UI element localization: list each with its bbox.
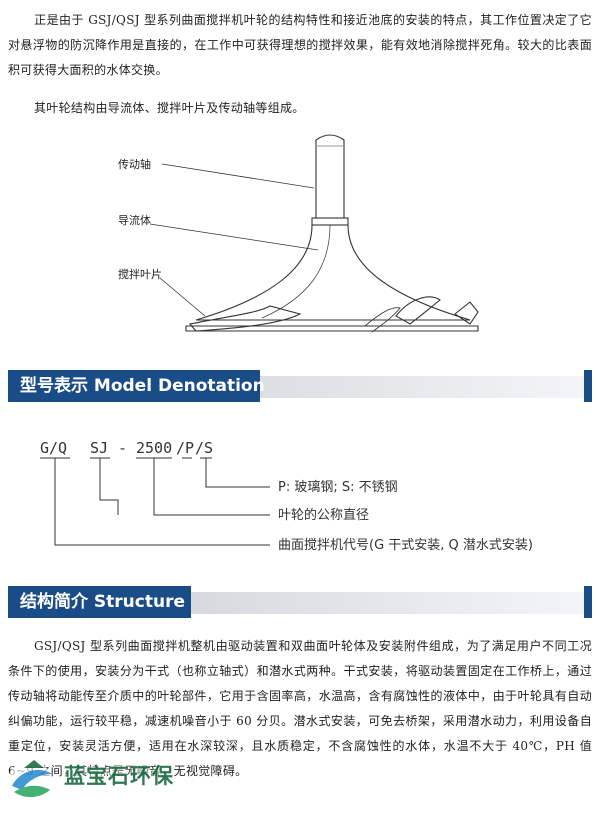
code-sj: SJ [90, 439, 108, 457]
intro-paragraph: 正是由于 GSJ/QSJ 型系列曲面搅拌机叶轮的结构特性和接近池底的安装的特点，… [8, 8, 592, 83]
company-logo-icon [8, 760, 52, 804]
company-logo-text: 蓝宝石环保 [64, 764, 174, 788]
structure-banner: 结构简介 Structure [8, 586, 592, 618]
note-material: P: 玻璃钢; S: 不锈钢 [278, 480, 398, 495]
drive-shaft-shape [315, 134, 345, 218]
code-p: /P [176, 439, 194, 457]
label-mixing-blade: 搅拌叶片 [118, 267, 162, 281]
structure-paragraph: GSJ/QSJ 型系列曲面搅拌机整机由驱动装置和双曲面叶轮体及安装附件组成，为了… [8, 634, 592, 784]
structure-title: 结构简介 Structure [20, 592, 185, 612]
impeller-diagram: 传动轴 导流体 搅拌叶片 [118, 134, 479, 333]
note-diameter: 叶轮的公称直径 [278, 507, 369, 523]
label-flow-guide: 导流体 [118, 213, 151, 227]
mixing-blade-shape [188, 305, 302, 332]
impeller-composition-text: 其叶轮结构由导流体、搅拌叶片及传动轴等组成。 [34, 101, 305, 115]
code-g-q: G/Q [40, 439, 67, 457]
model-denotation-diagram: G/Q SJ - 2500 /P /S P: 玻璃钢; S: 不锈钢 叶轮的公称… [40, 439, 533, 553]
structure-paragraph-text: GSJ/QSJ 型系列曲面搅拌机整机由驱动装置和双曲面叶轮体及安装附件组成，为了… [8, 639, 592, 778]
code-s: /S [195, 439, 213, 457]
base-plate-shape [185, 325, 479, 332]
label-drive-shaft: 传动轴 [118, 157, 151, 171]
shaft-coupling-shape [311, 217, 349, 226]
intro-paragraph-text: 正是由于 GSJ/QSJ 型系列曲面搅拌机叶轮的结构特性和接近池底的安装的特点，… [8, 13, 592, 77]
code-dash: - [118, 439, 127, 457]
code-size: 2500 [136, 439, 172, 457]
model-denotation-title: 型号表示 Model Denotation [20, 376, 265, 396]
impeller-composition-paragraph: 其叶轮结构由导流体、搅拌叶片及传动轴等组成。 [8, 96, 592, 121]
model-denotation-banner: 型号表示 Model Denotation [8, 370, 592, 402]
note-code: 曲面搅拌机代号(G 干式安装, Q 潜水式安装) [278, 537, 533, 553]
flow-guide-shape [195, 224, 471, 321]
